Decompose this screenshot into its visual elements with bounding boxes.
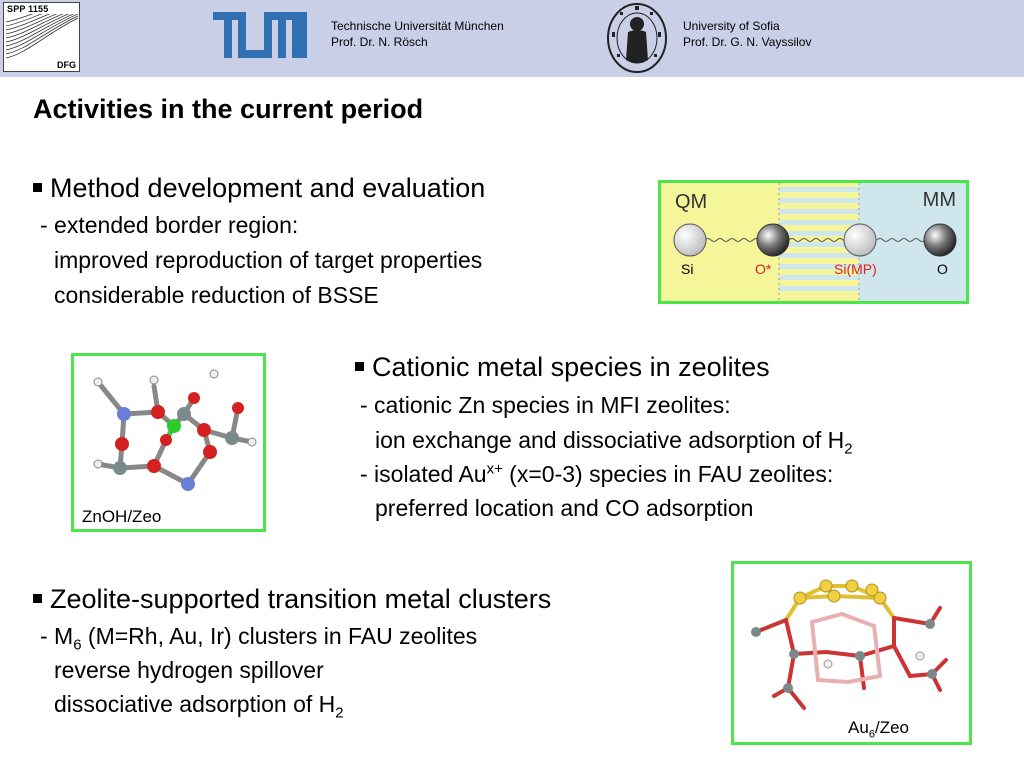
bullet-method-development: Method development and evaluation — [33, 173, 485, 204]
tum-professor: Prof. Dr. N. Rösch — [331, 35, 428, 49]
spp-wave-lines-icon — [6, 14, 78, 59]
bullet-heading: Method development and evaluation — [50, 173, 486, 203]
sofia-institution: University of Sofia Prof. Dr. G. N. Vays… — [683, 18, 811, 50]
au6-cluster-model — [751, 579, 948, 710]
cationic-line-2-text: ion exchange and dissociative adsorption… — [375, 427, 845, 453]
znoh-caption: ZnOH/Zeo — [82, 507, 162, 526]
qmmm-diagram — [661, 183, 966, 301]
method-line-1: - extended border region: — [40, 212, 299, 238]
header-band: SPP 1155 DFG — [0, 0, 1024, 77]
subscript-6: 6 — [73, 636, 82, 654]
bullet-cationic-metal: Cationic metal species in zeolites — [355, 352, 770, 383]
au6-caption-pre: Au — [848, 718, 869, 737]
atom-label-si-mp: Si(MP) — [834, 261, 877, 277]
clusters-line-1-post: (M=Rh, Au, Ir) clusters in FAU zeolites — [81, 623, 478, 649]
clusters-line-1: - M6 (M=Rh, Au, Ir) clusters in FAU zeol… — [40, 623, 478, 653]
bullet-heading: Zeolite-supported transition metal clust… — [50, 584, 552, 614]
spp-logo-text: SPP 1155 — [7, 4, 49, 14]
clusters-line-1-pre: - M — [40, 623, 74, 649]
clusters-line-3-text: dissociative adsorption of H — [54, 691, 336, 717]
cationic-line-3: - isolated Aux+ (x=0-3) species in FAU z… — [360, 461, 833, 488]
cationic-line-2: ion exchange and dissociative adsorption… — [375, 427, 853, 457]
au6-caption: Au6/Zeo — [848, 718, 909, 741]
subscript-6: 6 — [868, 728, 875, 741]
atom-label-si: Si — [681, 261, 694, 277]
square-bullet-icon — [33, 594, 42, 603]
qm-region-label: QM — [675, 191, 708, 213]
sofia-name: University of Sofia — [683, 19, 780, 33]
tum-logo-icon — [213, 12, 307, 58]
tum-institution: Technische Universität München Prof. Dr.… — [331, 18, 504, 50]
method-line-3: considerable reduction of BSSE — [54, 282, 379, 308]
qmmm-border-figure: QM MM Si O* Si(MP) O — [658, 180, 969, 304]
subscript-2: 2 — [335, 704, 344, 722]
bullet-transition-metal-clusters: Zeolite-supported transition metal clust… — [33, 584, 551, 615]
atom-label-o: O — [937, 261, 948, 277]
clusters-line-3: dissociative adsorption of H2 — [54, 691, 344, 721]
clusters-line-2: reverse hydrogen spillover — [54, 657, 324, 683]
cationic-line-3-pre: - isolated Au — [360, 461, 487, 487]
subscript-2: 2 — [844, 440, 853, 458]
sofia-professor: Prof. Dr. G. N. Vayssilov — [683, 35, 812, 49]
superscript-xplus: x+ — [486, 460, 503, 478]
znoh-molecule-model — [93, 369, 257, 491]
cationic-line-4: preferred location and CO adsorption — [375, 495, 754, 521]
square-bullet-icon — [355, 362, 364, 371]
dfg-logo-text: DFG — [57, 60, 76, 70]
method-line-2: improved reproduction of target properti… — [54, 247, 483, 273]
bullet-heading: Cationic metal species in zeolites — [372, 352, 770, 382]
cationic-line-3-post: (x=0-3) species in FAU zeolites: — [502, 461, 834, 487]
au6-caption-post: /Zeo — [874, 718, 909, 737]
square-bullet-icon — [33, 183, 42, 192]
znoh-zeo-figure: ZnOH/Zeo — [71, 353, 266, 532]
atom-label-o-star: O* — [755, 261, 772, 277]
university-seal-icon — [607, 3, 667, 73]
spp-dfg-logo: SPP 1155 DFG — [3, 2, 80, 72]
tum-name: Technische Universität München — [331, 19, 504, 33]
cationic-line-1: - cationic Zn species in MFI zeolites: — [360, 392, 731, 418]
au6-zeo-figure: Au6/Zeo — [731, 561, 972, 745]
mm-region-label: MM — [922, 189, 956, 211]
slide-title: Activities in the current period — [33, 94, 424, 124]
